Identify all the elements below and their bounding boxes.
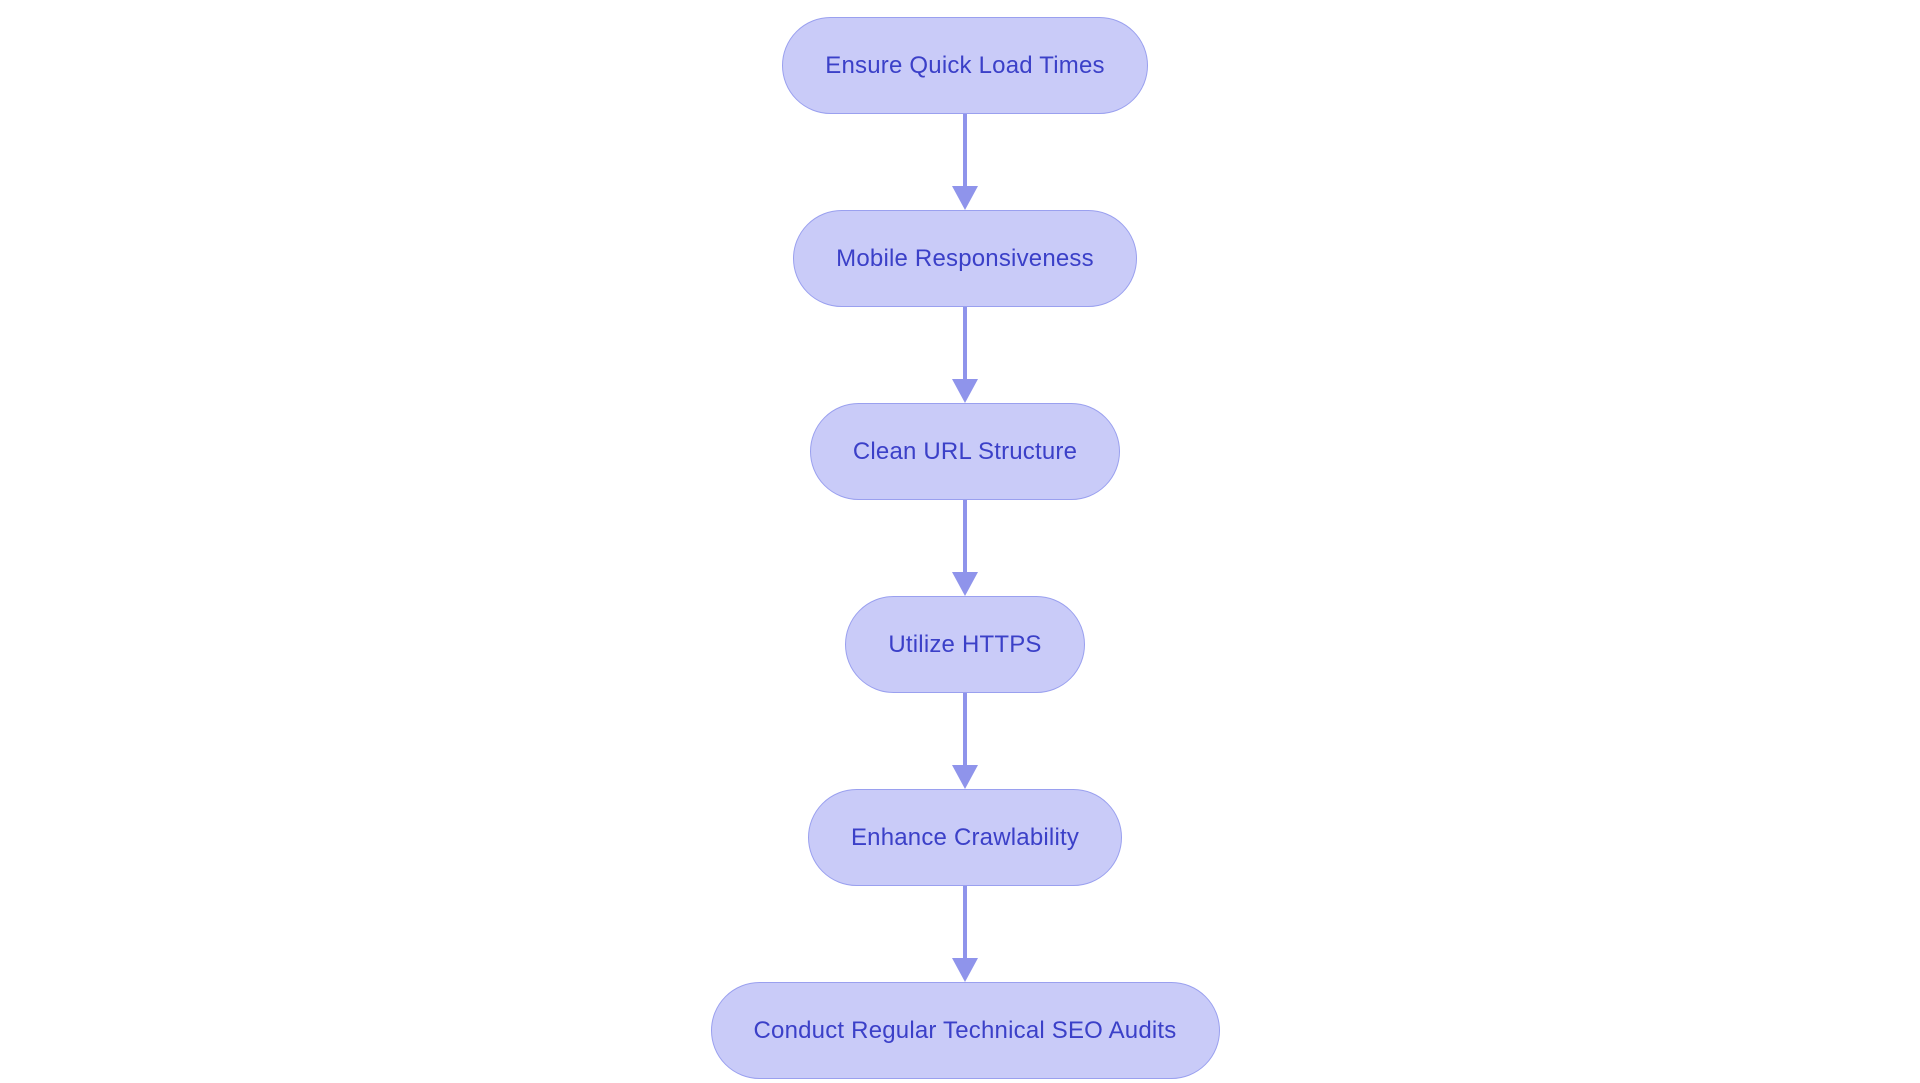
arrowhead-down-icon <box>952 186 978 210</box>
flow-node-label: Utilize HTTPS <box>888 630 1042 658</box>
arrow-line <box>963 500 967 572</box>
arrow-line <box>963 307 967 379</box>
flow-node-label: Clean URL Structure <box>852 437 1078 465</box>
flow-node-enhance-crawlability: Enhance Crawlability <box>807 789 1123 886</box>
flow-arrow-down <box>952 307 978 403</box>
flowchart-column: Ensure Quick Load Times Mobile Responsiv… <box>710 17 1220 1079</box>
flow-arrow-down <box>952 886 978 982</box>
arrowhead-down-icon <box>952 379 978 403</box>
arrowhead-down-icon <box>952 958 978 982</box>
flow-node-label: Enhance Crawlability <box>850 823 1080 851</box>
flow-node-label: Ensure Quick Load Times <box>825 51 1105 79</box>
arrowhead-down-icon <box>952 572 978 596</box>
flow-node-conduct-regular-technical-seo-audits: Conduct Regular Technical SEO Audits <box>710 982 1220 1079</box>
flow-node-utilize-https: Utilize HTTPS <box>845 596 1085 693</box>
flow-node-clean-url-structure: Clean URL Structure <box>809 403 1121 500</box>
flow-arrow-down <box>952 114 978 210</box>
arrow-line <box>963 886 967 958</box>
flow-node-label: Mobile Responsiveness <box>836 244 1094 272</box>
arrow-line <box>963 114 967 186</box>
flow-node-mobile-responsiveness: Mobile Responsiveness <box>793 210 1137 307</box>
flow-arrow-down <box>952 500 978 596</box>
flow-node-ensure-quick-load-times: Ensure Quick Load Times <box>782 17 1148 114</box>
flow-arrow-down <box>952 693 978 789</box>
flow-node-label: Conduct Regular Technical SEO Audits <box>753 1016 1177 1044</box>
arrow-line <box>963 693 967 765</box>
arrowhead-down-icon <box>952 765 978 789</box>
